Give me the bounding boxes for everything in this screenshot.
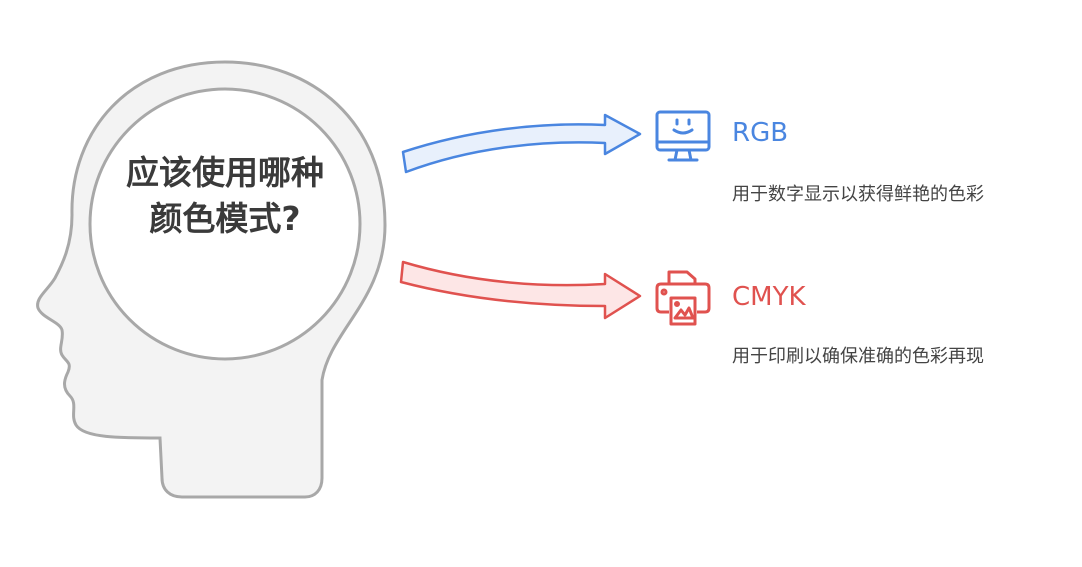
rgb-arrow: [401, 113, 642, 174]
thought-circle: [88, 87, 362, 361]
cmyk-title: CMYK: [732, 282, 806, 312]
cmyk-description: 用于印刷以确保准确的色彩再现: [732, 346, 984, 367]
rgb-description: 用于数字显示以获得鲜艳的色彩: [732, 184, 984, 205]
printer-icon: [655, 270, 711, 326]
cmyk-arrow: [399, 260, 642, 320]
question-text: 应该使用哪种颜色模式?: [126, 153, 324, 238]
monitor-icon: [655, 110, 711, 162]
rgb-title: RGB: [732, 118, 789, 148]
